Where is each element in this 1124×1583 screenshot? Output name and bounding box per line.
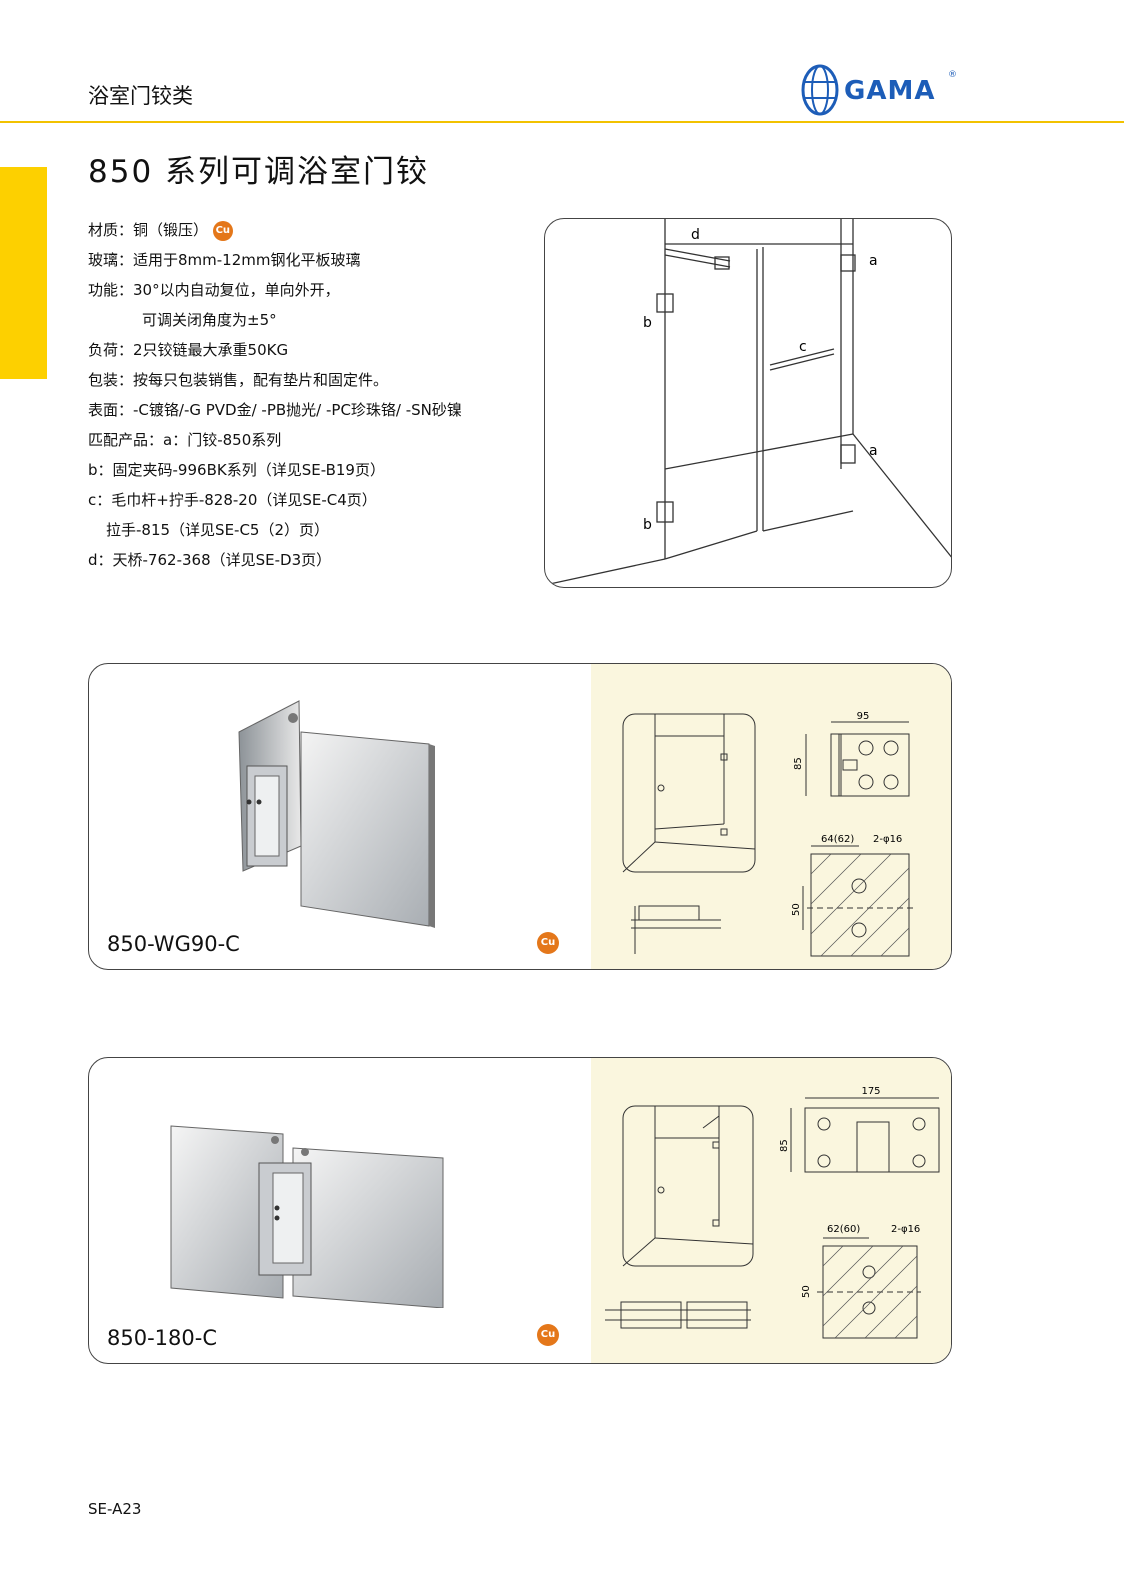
spec-finish: 表面：-C镀铬/-G PVD金/ -PB抛光/ -PC珍珠铬/ -SN砂镍 — [88, 401, 462, 419]
tech-drawing-panel: 175 85 62(60) 2-φ16 50 — [591, 1058, 951, 1363]
spec-material: 材质：铜（锻压） Cu — [88, 215, 462, 245]
cu-badge: Cu — [537, 1324, 559, 1346]
spec-match-b: b：固定夹码-996BK系列（详见SE-B19页） — [88, 461, 385, 479]
cu-badge: Cu — [212, 220, 233, 241]
hinge-180-photo — [170, 1125, 444, 1308]
dim-holes: 2-φ16 — [891, 1224, 920, 1235]
spec-match-d: d：天桥-762-368（详见SE-D3页） — [88, 551, 332, 569]
dim-height: 85 — [779, 1139, 790, 1152]
spec-function-cont: 可调关闭角度为±5° — [142, 311, 277, 329]
tech-drawing-panel: 95 85 64(62) 2-φ16 50 — [591, 664, 951, 969]
category-title: 浴室门铰类 — [88, 84, 193, 108]
gama-logo: GAMA ® — [800, 62, 970, 118]
spec-glass: 玻璃：适用于8mm-12mm钢化平板玻璃 — [88, 251, 361, 269]
label-a: a — [869, 253, 878, 269]
spec-list: 材质：铜（锻压） Cu 玻璃：适用于8mm-12mm钢化平板玻璃 功能：30°以… — [88, 215, 462, 575]
globe-icon — [801, 64, 839, 116]
dim-offset: 64(62) — [821, 834, 854, 845]
side-accent-bar — [0, 167, 47, 379]
label-d: d — [691, 227, 700, 243]
cu-badge: Cu — [537, 932, 559, 954]
label-c: c — [799, 339, 807, 355]
dim-width: 175 — [861, 1086, 880, 1097]
label-b: b — [643, 315, 652, 331]
page-title: 850 系列可调浴室门铰 — [88, 154, 430, 190]
dim-vertical: 50 — [791, 903, 802, 916]
dim-offset: 62(60) — [827, 1224, 860, 1235]
spec-match-c: c：毛巾杆+拧手-828-20（详见SE-C4页） — [88, 491, 377, 509]
header-divider — [0, 121, 1124, 123]
model-name: 850-WG90-C — [107, 932, 240, 956]
spec-match-c-cont: 拉手-815（详见SE-C5（2）页） — [106, 521, 330, 539]
dim-width: 95 — [857, 711, 870, 722]
hinge-90-photo — [238, 700, 435, 928]
spec-packing: 包装：按每只包装销售，配有垫片和固定件。 — [88, 371, 389, 389]
registered-mark: ® — [948, 70, 957, 80]
page-code: SE-A23 — [88, 1500, 142, 1518]
product-card-wg90: 850-WG90-C Cu — [88, 663, 952, 970]
product-card-180: 850-180-C Cu — [88, 1057, 952, 1364]
dim-height: 85 — [793, 757, 804, 770]
label-b2: b — [643, 517, 652, 533]
dim-holes: 2-φ16 — [873, 834, 902, 845]
brand-name: GAMA — [844, 76, 936, 106]
dim-vertical: 50 — [801, 1285, 812, 1298]
label-a2: a — [869, 443, 878, 459]
spec-function: 功能：30°以内自动复位，单向外开， — [88, 281, 340, 299]
shower-installation-diagram: d b b c a a — [544, 218, 952, 588]
spec-load: 负荷：2只铰链最大承重50KG — [88, 341, 289, 359]
model-name: 850-180-C — [107, 1326, 217, 1350]
spec-match-a: 匹配产品：a：门铰-850系列 — [88, 431, 282, 449]
